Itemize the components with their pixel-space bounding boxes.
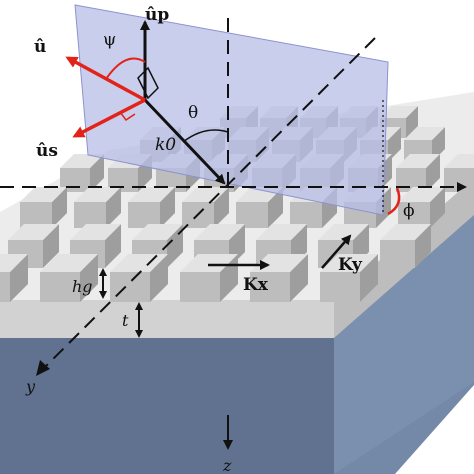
grating-block-top [8, 224, 59, 240]
theta-arc [182, 129, 229, 143]
grating-block-front [444, 168, 474, 192]
grating-block-top [444, 154, 474, 168]
grating-block-side [80, 254, 98, 302]
grating-block-top [60, 154, 104, 168]
grating-block-front [320, 272, 360, 302]
grating-block-side [150, 254, 168, 302]
us-label: ûs [36, 141, 58, 161]
z-label: z [222, 456, 232, 474]
hg-label: hg [72, 277, 93, 296]
grating-block-side [360, 254, 378, 302]
grating-block-front [110, 272, 150, 302]
Ky-vector [321, 234, 352, 269]
grating-block-side [43, 224, 59, 268]
grating-block-front [0, 272, 10, 302]
Kx-label: Kx [243, 275, 269, 295]
theta-label: θ [188, 103, 198, 123]
grating-block-top [132, 224, 183, 240]
grating-block-side [214, 187, 229, 228]
grating-block-top [194, 224, 245, 240]
grating-block-top [74, 187, 121, 202]
grating-block-top [318, 224, 369, 240]
base-layer [0, 210, 474, 474]
grating-block-front [250, 272, 290, 302]
grating-block-side [10, 254, 28, 302]
grating-block-top [20, 187, 67, 202]
grating-block-top [128, 187, 175, 202]
k0-label: k0 [155, 135, 176, 155]
grating-block-side [432, 127, 445, 162]
grating-block-top [380, 224, 431, 240]
grating-block-front [380, 240, 415, 268]
grating-block-front [74, 202, 106, 228]
psi-label: ψ [103, 30, 116, 50]
grating-block-top [182, 187, 229, 202]
grating-block-side [268, 187, 283, 228]
grating-block-front [20, 202, 52, 228]
grating-block-side [167, 224, 183, 268]
incidence-plane [74, 4, 389, 216]
us-vector [72, 98, 146, 138]
grating-block-front [180, 272, 220, 302]
grating-block-side [52, 187, 67, 228]
grating-block-front [128, 202, 160, 228]
y-axis-arrowhead [36, 360, 50, 376]
grating-block-top [256, 224, 307, 240]
grating-block-top [0, 254, 28, 272]
us-right-angle [119, 111, 136, 122]
grating-block-side [426, 154, 440, 192]
grating-block-front [398, 202, 430, 228]
grating-block-front [40, 272, 80, 302]
grating-block-top [40, 254, 98, 272]
grating-block-top [404, 127, 445, 140]
grating-block-top [320, 254, 378, 272]
grating-block-side [105, 224, 121, 268]
grating-block-top [398, 187, 445, 202]
grating-block-top [380, 106, 418, 118]
grating-block-side [406, 106, 418, 138]
psi-arc [105, 57, 146, 80]
axes [0, 18, 467, 450]
up-label: ûp [145, 5, 169, 25]
phi-label: ϕ [403, 201, 415, 221]
t-label: t [122, 311, 129, 330]
right-angle-marker [137, 66, 159, 100]
grating-block-side [90, 154, 104, 192]
y-axis [35, 37, 376, 377]
grating-block-front [290, 202, 322, 228]
grating-block-side [388, 127, 401, 162]
grating-block-side [106, 187, 121, 228]
u-label: û [34, 37, 46, 57]
grating-block-side [415, 224, 431, 268]
grating-block-top [180, 254, 238, 272]
grating-block-side [160, 187, 175, 228]
grating-block-side [430, 187, 445, 228]
grating-block-side [290, 254, 308, 302]
grating-block-top [70, 224, 121, 240]
grating-block-front [236, 202, 268, 228]
y-label: y [25, 377, 36, 396]
grating-block-top [396, 154, 440, 168]
Ky-label: Ky [338, 255, 363, 275]
phi-arc [387, 187, 401, 216]
